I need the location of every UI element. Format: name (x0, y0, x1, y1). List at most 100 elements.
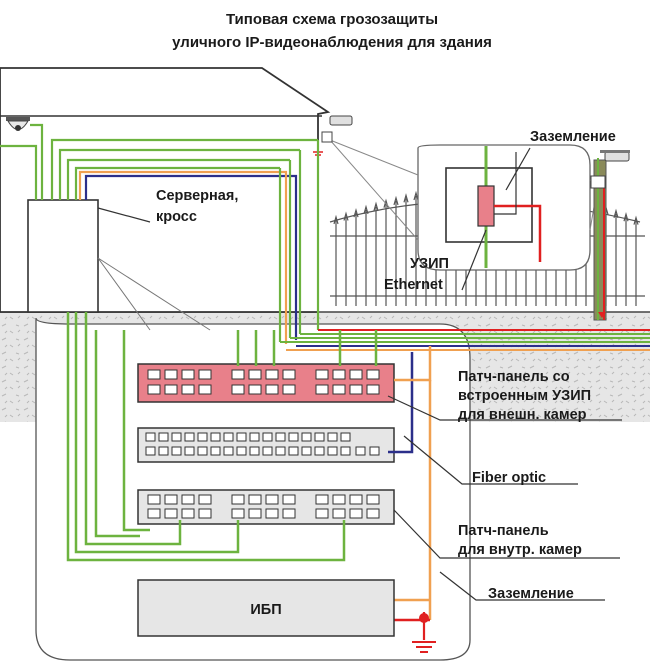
patch-port (248, 494, 262, 505)
switch-port (314, 446, 325, 456)
switch-port (171, 446, 182, 456)
fence-picket-tip (413, 190, 419, 201)
diagram-title-line1: Типовая схема грозозащиты (226, 11, 438, 28)
switch-port (184, 446, 195, 456)
patch-port (248, 508, 262, 519)
ground-symbol-icon (412, 641, 436, 653)
patch-port (315, 384, 329, 395)
ups-unit: ИБП (137, 579, 395, 637)
switch-port (262, 446, 273, 456)
patch-port (315, 508, 329, 519)
switch-port (197, 432, 208, 442)
camera-pole (590, 150, 630, 321)
switch-port (171, 432, 182, 442)
server-room-label-2: кросс (156, 209, 197, 225)
patch-port (265, 494, 279, 505)
cables-building (0, 123, 320, 344)
switch-port (210, 432, 221, 442)
server-room-label-1: Серверная, (156, 188, 238, 204)
patch-port (366, 494, 380, 505)
server-cabinet (27, 199, 211, 331)
patch-port (349, 384, 363, 395)
patch-port (198, 494, 212, 505)
fiber-optic-cable (388, 352, 414, 454)
switch-port (275, 446, 286, 456)
patch-port (164, 384, 178, 395)
patch-port (366, 508, 380, 519)
patch-port (315, 494, 329, 505)
patch-port (349, 508, 363, 519)
patch-port (332, 494, 346, 505)
switch-port (197, 446, 208, 456)
patch-port (198, 369, 212, 380)
patch-port (181, 384, 195, 395)
patch-port (282, 508, 296, 519)
patch-port (231, 494, 245, 505)
patch-port (164, 369, 178, 380)
grounding-label-bottom: Заземление (488, 586, 574, 602)
switch-port (158, 446, 169, 456)
patch-port (147, 508, 161, 519)
patch-indoor-label-1: Патч-панель (458, 523, 549, 539)
switch-port (236, 432, 247, 442)
spd-label-1: УЗИП (410, 256, 449, 272)
patch-port (198, 384, 212, 395)
fence-picket-tip (393, 195, 399, 206)
patch-port (315, 369, 329, 380)
switch-port (340, 432, 351, 442)
surge-protector-icon (477, 185, 495, 227)
fence-picket-tip (333, 214, 339, 225)
patch-port (366, 369, 380, 380)
switch-port (145, 446, 156, 456)
patch-port (231, 384, 245, 395)
patch-port (332, 384, 346, 395)
patch-port (282, 494, 296, 505)
patch-port (198, 508, 212, 519)
fence-picket-tip (613, 208, 619, 218)
patch-port (181, 508, 195, 519)
patch-port (332, 508, 346, 519)
switch-port (288, 446, 299, 456)
fence-picket-tip (373, 201, 379, 211)
switch-port (223, 446, 234, 456)
dome-camera-icon (6, 117, 30, 131)
diagram-title-line2: уличного IP-видеонаблюдения для здания (172, 34, 492, 51)
patch-indoor-label-2: для внутр. камер (458, 542, 582, 558)
fiber-optic-label: Fiber optic (472, 470, 546, 486)
switch-port (249, 432, 260, 442)
patch-port (282, 384, 296, 395)
grounding-bus (394, 346, 432, 640)
basement-area (35, 317, 471, 661)
patch-port (147, 384, 161, 395)
patch-port (164, 494, 178, 505)
switch-port (210, 446, 221, 456)
spd-label-2: Ethernet (384, 277, 443, 293)
network-switch (137, 427, 395, 463)
patch-panel-indoor (137, 489, 395, 525)
switch-port (236, 446, 247, 456)
switch-port (327, 432, 338, 442)
switch-port (249, 446, 260, 456)
patch-outdoor-cables (236, 330, 378, 366)
switch-port (301, 432, 312, 442)
patch-port (265, 369, 279, 380)
bullet-camera-icon (600, 150, 630, 162)
patch-port (231, 508, 245, 519)
switch-port (275, 432, 286, 442)
cables-underground (280, 329, 650, 351)
patch-port (366, 384, 380, 395)
fence-picket-tip (633, 215, 639, 225)
patch-port (147, 369, 161, 380)
switch-fiber-port (369, 446, 380, 456)
patch-port (349, 369, 363, 380)
fence-picket-tip (403, 193, 409, 203)
patch-port (248, 384, 262, 395)
fence-picket-tip (353, 207, 359, 218)
switch-port (314, 432, 325, 442)
patch-port (181, 494, 195, 505)
patch-outdoor-label-3: для внешн. камер (458, 407, 587, 423)
switch-port (340, 446, 351, 456)
patch-port (265, 384, 279, 395)
switch-port (288, 432, 299, 442)
